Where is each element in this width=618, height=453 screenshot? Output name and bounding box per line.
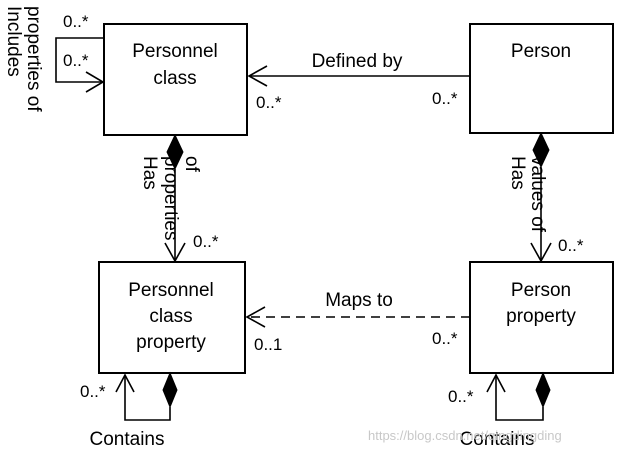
personnel-class-property-box[interactable] bbox=[98, 261, 246, 374]
has-properties-of-label-line-2: properties bbox=[160, 156, 181, 241]
person-property-label-line-2: property bbox=[506, 306, 576, 327]
watermark-text: https://blog.csdn.net/qingdingding bbox=[368, 428, 562, 443]
has-values-of-label: Has values of bbox=[507, 156, 548, 233]
maps-to-source-multiplicity: 0..* bbox=[432, 329, 458, 348]
includes-properties-of-multiplicity-bottom: 0..* bbox=[63, 51, 89, 70]
defined-by-source-multiplicity: 0..* bbox=[432, 89, 458, 108]
maps-to-arrowhead bbox=[245, 306, 266, 328]
personnel-class-property-label-line-2: class bbox=[149, 306, 192, 327]
has-values-of-label-line-2: values of bbox=[527, 156, 548, 233]
personnel-class-label-line-1: Personnel bbox=[132, 41, 218, 62]
defined-by-target-multiplicity: 0..* bbox=[256, 93, 282, 112]
personnel-class-property-label-line-3: property bbox=[136, 332, 206, 353]
contains-right-arrowhead bbox=[486, 373, 506, 393]
contains-left-label: Contains bbox=[90, 429, 165, 450]
contains-left-composition-diamond bbox=[162, 371, 178, 409]
person-box[interactable] bbox=[469, 23, 614, 134]
maps-to-label: Maps to bbox=[325, 290, 393, 311]
personnel-class-box[interactable] bbox=[103, 23, 248, 136]
person-property-box[interactable] bbox=[469, 261, 614, 374]
person-property-label-line-1: Person bbox=[511, 280, 571, 301]
contains-right-composition-diamond bbox=[535, 371, 551, 409]
contains-right-edge bbox=[495, 375, 544, 421]
has-properties-of-label: Has properties of bbox=[139, 156, 202, 241]
defined-by-arrowhead bbox=[247, 65, 268, 87]
contains-right-multiplicity: 0..* bbox=[448, 387, 474, 406]
includes-properties-of-label-line-1: Includes bbox=[3, 6, 24, 77]
person-label: Person bbox=[511, 41, 571, 62]
has-values-of-multiplicity: 0..* bbox=[558, 236, 584, 255]
contains-left-edge bbox=[124, 375, 171, 421]
includes-properties-of-label: Includes properties of bbox=[3, 6, 44, 112]
includes-properties-of-arrowhead bbox=[85, 71, 105, 93]
has-properties-of-label-line-3: of bbox=[181, 156, 202, 173]
has-values-of-arrowhead bbox=[530, 242, 552, 263]
includes-properties-of-edge bbox=[55, 37, 104, 83]
personnel-class-label-line-2: class bbox=[153, 68, 196, 89]
defined-by-label: Defined by bbox=[312, 51, 403, 72]
maps-to-target-multiplicity: 0..1 bbox=[254, 335, 282, 354]
includes-properties-of-multiplicity-top: 0..* bbox=[63, 12, 89, 31]
has-values-of-label-line-1: Has bbox=[507, 156, 528, 190]
has-properties-of-label-line-1: Has bbox=[139, 156, 160, 190]
contains-right-label: Contains bbox=[460, 429, 535, 450]
contains-left-multiplicity: 0..* bbox=[80, 382, 106, 401]
includes-properties-of-label-line-2: properties of bbox=[23, 6, 44, 112]
personnel-class-property-label-line-1: Personnel bbox=[128, 280, 214, 301]
contains-left-arrowhead bbox=[115, 373, 135, 393]
has-properties-of-multiplicity: 0..* bbox=[193, 232, 219, 251]
has-properties-of-arrowhead bbox=[164, 242, 186, 263]
